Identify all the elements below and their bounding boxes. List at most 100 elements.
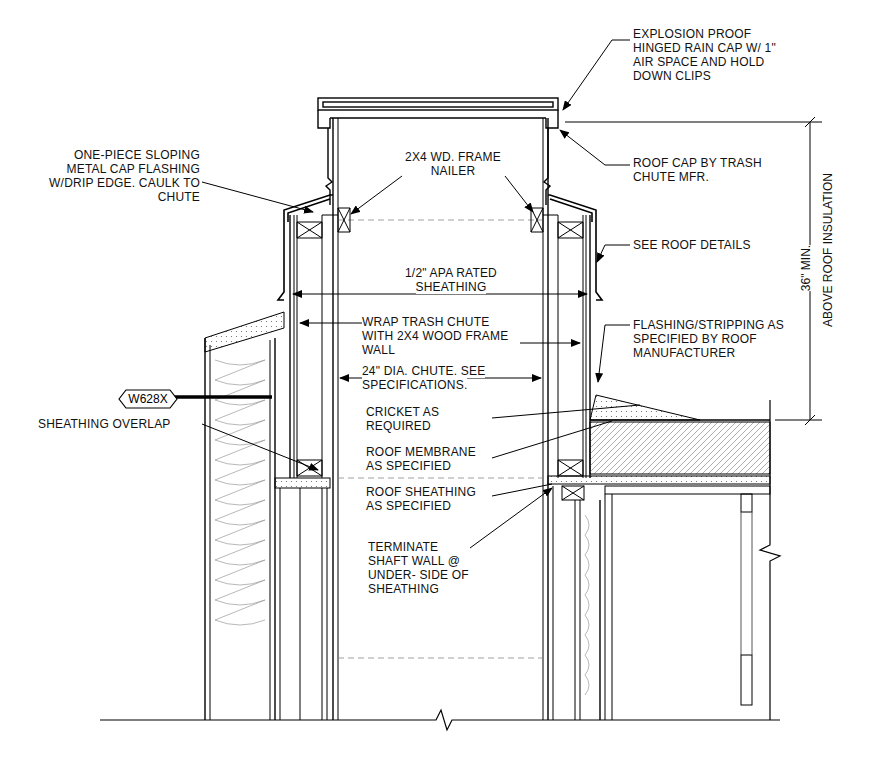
dimension-line xyxy=(565,117,822,425)
break-line xyxy=(100,710,780,730)
label-text-run: 2X4 WD. FRAME NAILER xyxy=(405,150,501,178)
tag-outline-path xyxy=(119,390,177,408)
label-text-run: 24" DIA. CHUTE. SEE SPECIFICATIONS. xyxy=(362,364,485,392)
dimension-label: 1/2" APA RATED SHEATHING xyxy=(378,266,524,294)
label-text-run: ROOF CAP BY TRASH CHUTE MFR. xyxy=(633,156,762,184)
frame-wall-part xyxy=(297,222,322,238)
leader-lines-part xyxy=(202,182,313,212)
label-text-run: FLASHING/STRIPPING AS SPECIFIED BY ROOF … xyxy=(633,318,784,360)
leader-lines-part xyxy=(597,245,630,262)
callout-note: CRICKET AS REQUIRED xyxy=(366,405,491,433)
callout-note: FLASHING/STRIPPING AS SPECIFIED BY ROOF … xyxy=(633,318,805,360)
rain-cap-part xyxy=(318,98,558,110)
rain-cap-part xyxy=(544,128,550,205)
chute-wall-part xyxy=(338,220,543,221)
left-roof-and-wall-part xyxy=(210,345,211,720)
right-roof-and-wall-part xyxy=(741,512,742,655)
right-roof-and-wall-part xyxy=(605,494,606,720)
dimension-label: ABOVE ROOF INSULATION xyxy=(821,173,835,327)
cap-flashing-part xyxy=(548,195,596,222)
right-roof-and-wall-part xyxy=(562,486,584,500)
rain-cap-part xyxy=(323,102,553,107)
label-text-run: SHEATHING OVERLAP xyxy=(38,417,171,431)
leader-lines-part xyxy=(170,395,272,399)
frame-wall-part xyxy=(558,215,559,478)
right-roof-and-wall-part xyxy=(590,419,770,420)
leader-lines-part xyxy=(520,343,580,344)
frame-wall-part xyxy=(543,215,558,216)
wall-type-tag: W628X xyxy=(118,389,178,409)
callout-note: EXPLOSION PROOF HINGED RAIN CAP W/ 1" AI… xyxy=(633,27,783,83)
label-text-run: TERMINATE SHAFT WALL @ UNDER- SIDE OF SH… xyxy=(368,540,469,596)
frame-wall-part xyxy=(338,208,350,232)
frame-wall-part xyxy=(322,215,338,216)
break-line-part xyxy=(100,710,780,730)
label-text-run: ONE-PIECE SLOPING METAL CAP FLASHING W/D… xyxy=(49,148,200,204)
right-roof-and-wall-part xyxy=(548,476,770,484)
frame-wall-part xyxy=(294,215,295,478)
leader-lines-part xyxy=(505,176,533,212)
leader-lines-part xyxy=(202,424,318,470)
dimension-line-part xyxy=(805,117,815,127)
leader-lines xyxy=(170,40,640,548)
label-text-run: 1/2" APA RATED SHEATHING xyxy=(405,266,497,294)
frame-wall xyxy=(290,208,590,478)
chute-wall-part xyxy=(338,478,543,479)
callout-note: SEE ROOF DETAILS xyxy=(633,238,751,252)
callout-note: SHEATHING OVERLAP xyxy=(38,417,171,431)
label-text-run: WRAP TRASH CHUTE WITH 2X4 WOOD FRAME WAL… xyxy=(362,315,508,357)
right-roof-and-wall-part xyxy=(590,422,770,474)
label-text-run: ROOF SHEATHING AS SPECIFIED xyxy=(366,485,476,513)
rain-cap-part xyxy=(318,110,330,128)
right-roof-and-wall-part xyxy=(599,500,600,720)
frame-wall-part xyxy=(586,215,587,478)
rain-cap-part xyxy=(326,128,332,205)
chute-wall-part xyxy=(338,658,543,659)
leader-lines-part xyxy=(560,130,630,165)
callout-note: WRAP TRASH CHUTE WITH 2X4 WOOD FRAME WAL… xyxy=(362,315,522,357)
right-roof-and-wall-part xyxy=(562,486,584,500)
callout-note: ONE-PIECE SLOPING METAL CAP FLASHING W/D… xyxy=(40,148,200,204)
label-text-run: SEE ROOF DETAILS xyxy=(633,238,751,252)
left-roof-and-wall-part xyxy=(280,488,281,720)
right-roof-and-wall-part xyxy=(752,512,753,655)
left-roof-and-wall xyxy=(205,312,330,720)
left-roof-and-wall-part xyxy=(215,360,265,625)
leader-lines-part xyxy=(492,405,640,418)
callout-note: TERMINATE SHAFT WALL @ UNDER- SIDE OF SH… xyxy=(368,540,472,596)
frame-wall-part xyxy=(583,215,584,478)
tag-text: W628X xyxy=(118,392,178,406)
cap-flashing-part xyxy=(278,222,284,300)
callout-note: ROOF MEMBRANE AS SPECIFIED xyxy=(366,445,491,473)
left-roof-and-wall-part xyxy=(274,338,275,720)
right-roof-and-wall-part xyxy=(580,500,581,720)
label-text-run: ROOF MEMBRANE AS SPECIFIED xyxy=(366,445,476,473)
rain-cap-part xyxy=(330,117,546,118)
leader-lines-part xyxy=(470,488,552,548)
left-roof-and-wall-part xyxy=(322,488,323,720)
frame-wall-part xyxy=(558,460,583,476)
right-roof-and-wall-part xyxy=(741,655,752,705)
callout-note: ROOF SHEATHING AS SPECIFIED xyxy=(366,485,491,513)
right-roof-and-wall-part xyxy=(575,500,576,720)
dimension-label: 24" DIA. CHUTE. SEE SPECIFICATIONS. xyxy=(362,364,544,392)
frame-wall-part xyxy=(297,460,322,476)
dimension-label: 36" MIN. xyxy=(799,245,813,291)
chute-wall xyxy=(333,118,548,720)
chute-wall-part xyxy=(332,118,333,720)
right-roof-and-wall-part xyxy=(760,400,780,720)
cap-flashing-part xyxy=(596,222,602,300)
frame-wall-part xyxy=(322,215,323,478)
frame-wall-part xyxy=(558,222,583,238)
right-roof-and-wall-part xyxy=(612,494,613,720)
label-text-run: EXPLOSION PROOF HINGED RAIN CAP W/ 1" AI… xyxy=(633,27,776,83)
leader-lines-part xyxy=(492,421,612,458)
right-roof-and-wall-part xyxy=(605,486,770,494)
cap-flashing xyxy=(278,195,602,300)
leader-lines-part xyxy=(300,323,362,324)
chute-wall-part xyxy=(338,220,543,658)
right-roof-and-wall-part xyxy=(553,486,554,720)
right-roof-and-wall xyxy=(548,395,780,720)
left-roof-and-wall-part xyxy=(300,488,301,720)
dimension-line-part xyxy=(565,122,822,123)
